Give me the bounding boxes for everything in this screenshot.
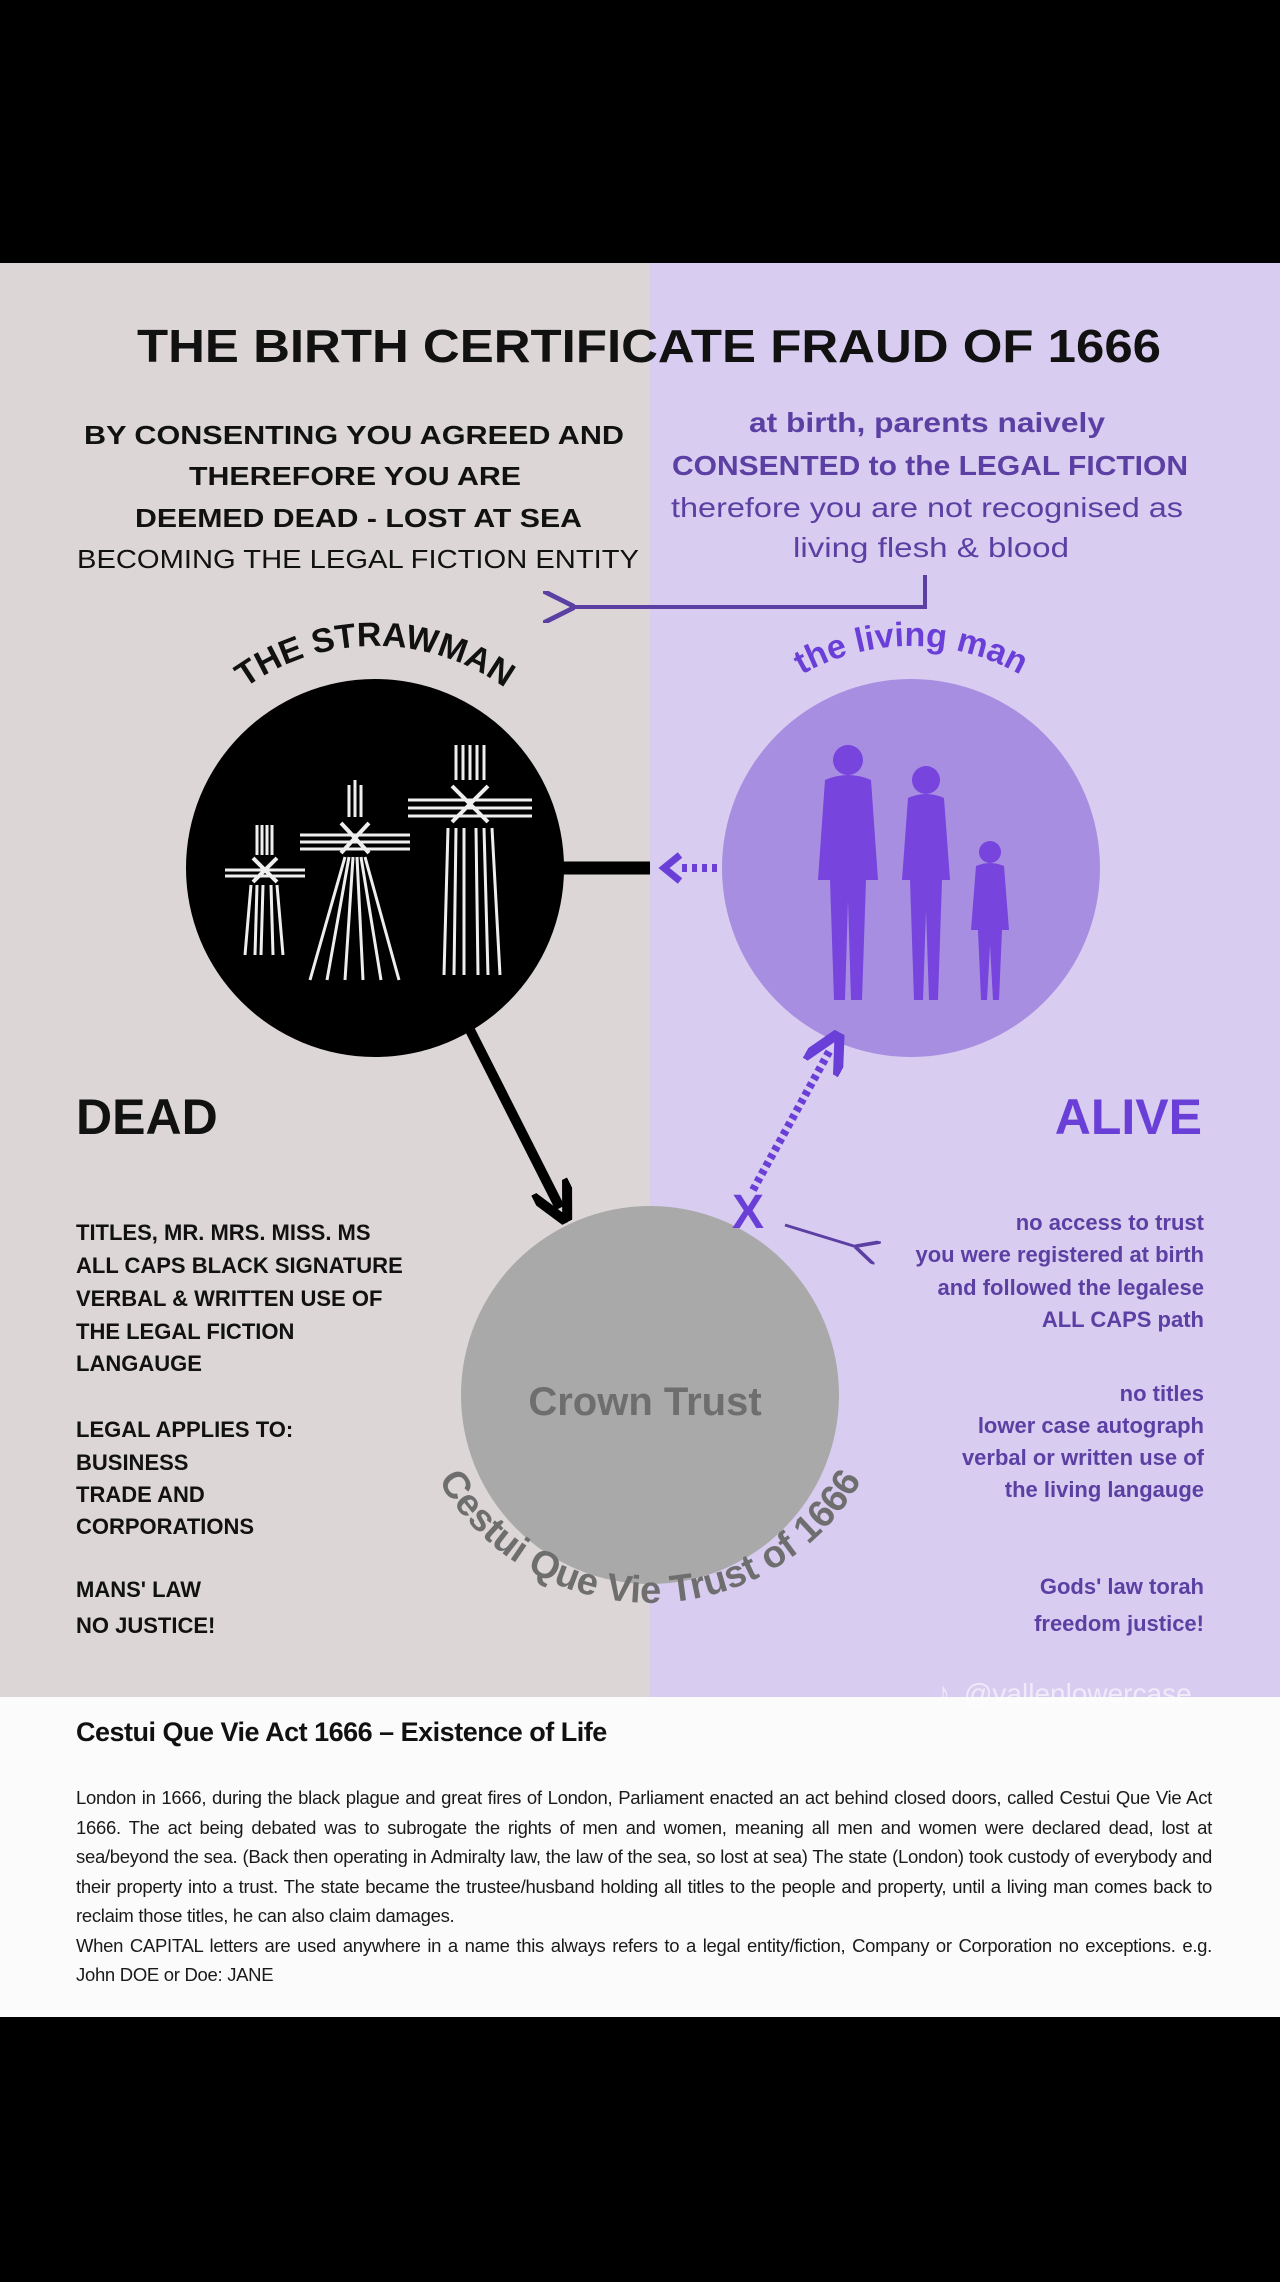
alive-list-item: lower case autograph bbox=[978, 1413, 1204, 1438]
consent-arrow bbox=[572, 575, 927, 607]
straw-dolls-icon bbox=[225, 745, 532, 981]
dead-list-item: BUSINESS bbox=[76, 1450, 188, 1475]
dead-list-item: ALL CAPS BLACK SIGNATURE bbox=[76, 1253, 403, 1278]
alive-list-item: no titles bbox=[1120, 1381, 1204, 1406]
dead-list-item: VERBAL & WRITTEN USE OF bbox=[76, 1286, 382, 1311]
dead-list-item: TRADE AND bbox=[76, 1482, 205, 1507]
alive-list: no access to trust you were registered a… bbox=[915, 1210, 1204, 1636]
right-intro-line: at birth, parents naively bbox=[749, 407, 1105, 438]
article-paragraph: London in 1666, during the black plague … bbox=[76, 1787, 1212, 1926]
right-intro-line: CONSENTED to the LEGAL FICTION bbox=[672, 450, 1188, 481]
left-intro-line: BY CONSENTING YOU AGREED AND bbox=[84, 420, 624, 450]
left-intro-line: THEREFORE YOU ARE bbox=[189, 461, 521, 491]
article-body: London in 1666, during the black plague … bbox=[76, 1783, 1212, 1990]
article-paragraph: When CAPITAL letters are used anywhere i… bbox=[76, 1934, 1212, 1986]
watermark-handle: @vallenlowercase bbox=[964, 1678, 1192, 1709]
left-intro-line: DEEMED DEAD - LOST AT SEA bbox=[135, 503, 582, 533]
crown-trust-label: Crown Trust bbox=[528, 1380, 761, 1424]
blocked-x-mark: X bbox=[732, 1186, 764, 1239]
dead-list: TITLES, MR. MRS. MISS. MS ALL CAPS BLACK… bbox=[76, 1220, 403, 1638]
no-access-pointer bbox=[784, 1223, 857, 1247]
alive-list-item: Gods' law torah bbox=[1040, 1574, 1204, 1599]
page-title: THE BIRTH CERTIFICATE FRAUD OF 1666 bbox=[137, 320, 1161, 372]
dotted-arrow-to-strawman bbox=[658, 852, 718, 884]
article-heading: Cestui Que Vie Act 1666 – Existence of L… bbox=[76, 1717, 607, 1747]
right-intro-line: therefore you are not recognised as bbox=[671, 492, 1183, 523]
infographic: THE BIRTH CERTIFICATE FRAUD OF 1666 BY C… bbox=[0, 0, 1280, 1697]
alive-list-item: no access to trust bbox=[1016, 1210, 1205, 1235]
right-intro: at birth, parents naively CONSENTED to t… bbox=[671, 407, 1188, 563]
alive-list-item: verbal or written use of bbox=[962, 1445, 1205, 1470]
alive-list-item: ALL CAPS path bbox=[1042, 1307, 1204, 1332]
top-black-bar bbox=[0, 0, 1280, 263]
crown-trust-circle bbox=[461, 1206, 839, 1584]
family-silhouette-icon bbox=[818, 745, 1009, 1000]
watermark: ♪ @vallenlowercase bbox=[936, 1677, 1192, 1709]
dead-list-item: THE LEGAL FICTION bbox=[76, 1319, 294, 1344]
alive-list-item: the living langauge bbox=[1005, 1477, 1204, 1502]
dead-list-item: LANGAUGE bbox=[76, 1351, 202, 1376]
dead-list-item: NO JUSTICE! bbox=[76, 1613, 215, 1638]
strawman-to-trust-arrow bbox=[465, 1027, 560, 1208]
dead-list-item: MANS' LAW bbox=[76, 1577, 201, 1602]
dead-list-item: LEGAL APPLIES TO: bbox=[76, 1417, 293, 1442]
dead-heading: DEAD bbox=[76, 1089, 218, 1145]
alive-list-item: you were registered at birth bbox=[915, 1242, 1204, 1267]
article-section: Cestui Que Vie Act 1666 – Existence of L… bbox=[0, 1697, 1280, 2017]
alive-heading: ALIVE bbox=[1055, 1089, 1202, 1145]
left-intro: BY CONSENTING YOU AGREED AND THEREFORE Y… bbox=[77, 420, 639, 574]
tiktok-icon: ♪ bbox=[936, 1677, 950, 1708]
strawman-circle bbox=[186, 679, 564, 1057]
dead-list-item: TITLES, MR. MRS. MISS. MS bbox=[76, 1220, 371, 1245]
right-intro-line: living flesh & blood bbox=[793, 532, 1069, 563]
left-intro-line: BECOMING THE LEGAL FICTION ENTITY bbox=[77, 544, 639, 574]
dead-list-item: CORPORATIONS bbox=[76, 1514, 254, 1539]
alive-list-item: and followed the legalese bbox=[937, 1275, 1204, 1300]
alive-list-item: freedom justice! bbox=[1034, 1611, 1204, 1636]
